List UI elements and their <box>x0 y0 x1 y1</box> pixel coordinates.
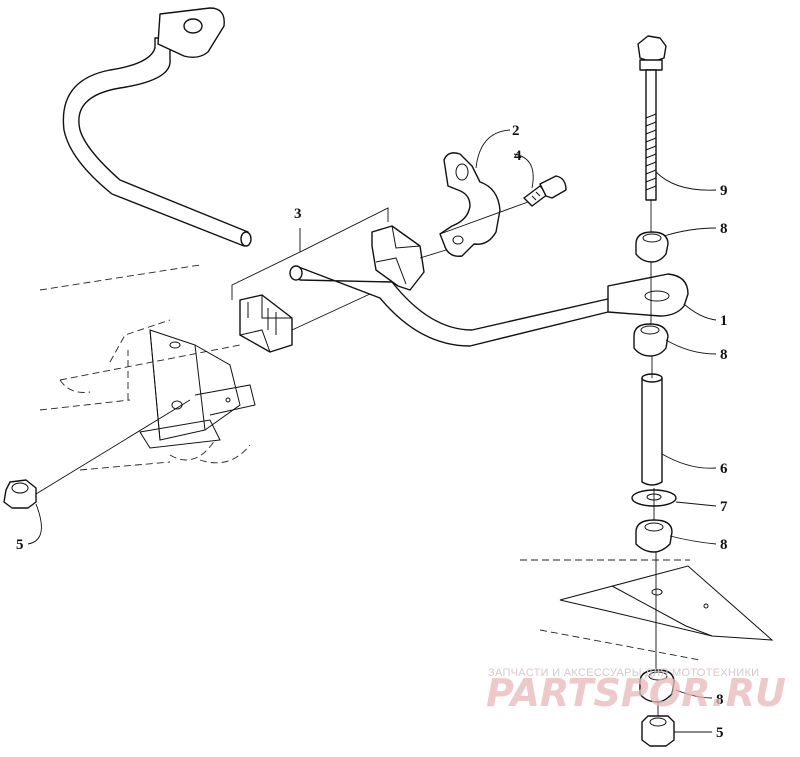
grommet-middle <box>633 323 669 357</box>
bushing-right <box>371 225 425 291</box>
callout-2: 2 <box>512 123 520 139</box>
callout-8-first: 8 <box>720 221 728 237</box>
callout-8-second: 8 <box>720 347 728 363</box>
callout-3: 3 <box>294 206 302 222</box>
lower-mount-plate <box>520 559 774 661</box>
callout-7: 7 <box>720 499 728 515</box>
flange-nut-bottom <box>641 715 675 747</box>
callout-leaders <box>27 129 717 733</box>
bushing-left <box>239 294 293 353</box>
watermark-caption: ЗАПЧАСТИ И АКСЕССУАРЫ ДЛЯ МОТОТЕХНИКИ <box>488 667 759 679</box>
clamp-bracket <box>439 152 501 257</box>
clamp-bolt <box>439 175 567 235</box>
watermark-brand: PARTSPOR.RU <box>486 671 786 715</box>
spacer-sleeve <box>641 373 663 486</box>
callout-4: 4 <box>514 148 522 164</box>
watermark: ЗАПЧАСТИ И АКСЕССУАРЫ ДЛЯ МОТОТЕХНИКИ PA… <box>486 667 786 715</box>
grommet-bottom <box>639 669 675 703</box>
callout-1: 1 <box>720 313 728 329</box>
stabilizer-bar-main <box>289 265 689 347</box>
callout-8-fourth: 8 <box>716 692 724 708</box>
grommet-lower <box>635 519 673 553</box>
callout-9: 9 <box>720 183 728 199</box>
callout-leader-3 <box>231 207 389 300</box>
callout-6: 6 <box>720 461 728 477</box>
callout-8-third: 8 <box>720 537 728 553</box>
callout-labels: 2 4 3 9 8 1 8 6 7 8 8 5 5 <box>16 123 728 741</box>
assembly-lines <box>35 200 659 716</box>
frame-bracket <box>39 264 256 471</box>
long-bolt <box>637 35 667 201</box>
callout-5-left: 5 <box>16 537 24 553</box>
flange-nut-left <box>3 479 37 509</box>
grommet-upper <box>635 231 669 263</box>
stabilizer-bar-upper <box>62 7 252 247</box>
callout-5-bottom: 5 <box>716 725 724 741</box>
